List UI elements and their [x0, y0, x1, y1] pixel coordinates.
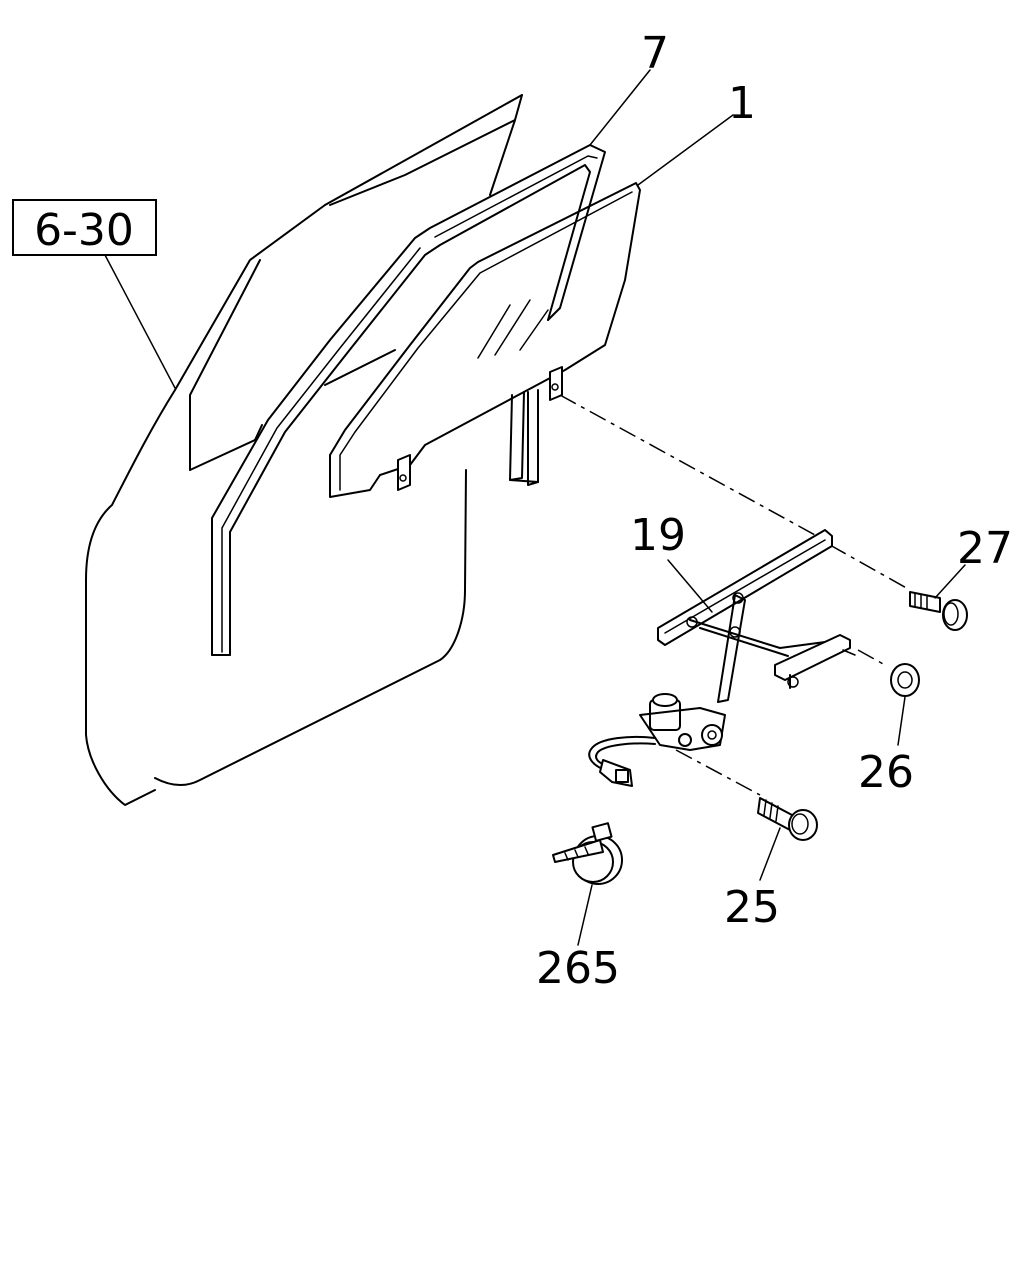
callout-7: 7: [641, 28, 669, 79]
ref-box-label: 6-30: [34, 205, 134, 256]
run-channel: [212, 145, 605, 655]
window-regulator: [589, 530, 855, 786]
door-panel: [86, 95, 522, 805]
callout-19: 19: [630, 510, 686, 561]
door-glass: [330, 183, 640, 497]
callout-265: 265: [536, 943, 620, 994]
ref-box: [13, 200, 156, 255]
callout-27: 27: [957, 523, 1013, 574]
callout-26: 26: [858, 747, 914, 798]
nut-26: [891, 664, 919, 696]
callout-1: 1: [728, 78, 756, 129]
bolt-27: [910, 592, 967, 630]
callout-leaders: [105, 70, 965, 945]
bolt-25: [758, 798, 817, 840]
clip-265: [553, 823, 622, 884]
callout-25: 25: [724, 882, 780, 933]
assembly-leaders: [560, 395, 910, 795]
